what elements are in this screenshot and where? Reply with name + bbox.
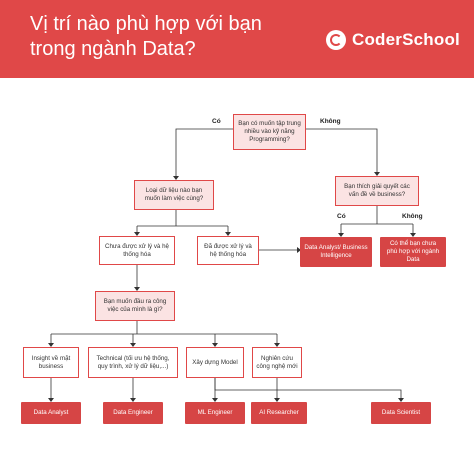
edge-label-no-top: Không <box>320 118 341 125</box>
edge-label-yes-business: Có <box>337 213 346 220</box>
coderschool-logo-icon <box>326 30 346 50</box>
role-ml-engineer: ML Engineer <box>185 402 245 424</box>
edge-label-yes-top: Có <box>212 118 221 125</box>
result-not-fit: Có thể bạn chưa phù hợp với ngành Data <box>380 237 446 267</box>
option-build-model: Xây dựng Model <box>186 347 244 378</box>
option-processed: Đã được xử lý và hệ thống hóa <box>197 236 259 265</box>
option-unprocessed: Chưa được xử lý và hệ thống hóa <box>99 236 175 265</box>
edge-label-no-business: Không <box>402 213 423 220</box>
question-business: Bạn thích giải quyết các vấn đề về busin… <box>335 176 419 206</box>
title-line-1: Vị trí nào phù hợp với bạn <box>30 13 262 35</box>
edge-yes-top <box>175 128 233 179</box>
page-title: Vị trí nào phù hợp với bạn trong ngành D… <box>30 12 310 62</box>
role-data-scientist: Data Scientist <box>371 402 431 424</box>
question-output: Bạn muốn đầu ra công việc của mình là gì… <box>95 291 175 321</box>
edge-to-data-scientist <box>214 378 402 401</box>
role-data-engineer: Data Engineer <box>103 402 163 424</box>
coderschool-logo: CoderSchool <box>326 27 460 53</box>
logo-text: CoderSchool <box>352 30 460 49</box>
edge-no-top <box>306 128 378 175</box>
question-programming: Bạn có muốn tập trung nhiều vào kỹ năng … <box>233 114 306 150</box>
question-data-type: Loại dữ liệu nào bạn muốn làm việc cùng? <box>134 180 214 210</box>
role-data-analyst: Data Analyst <box>21 402 81 424</box>
role-ai-researcher: AI Researcher <box>251 402 307 424</box>
role-data-analyst-bi: Data Analyst/ Business Intelligence <box>300 237 372 267</box>
title-line-2: trong ngành Data? <box>30 38 196 60</box>
option-insight: Insight về mặt business <box>23 347 79 378</box>
header-banner: Vị trí nào phù hợp với bạn trong ngành D… <box>0 0 474 78</box>
option-technical: Technical (tối ưu hệ thống, quy trình, x… <box>88 347 178 378</box>
option-research: Nghiên cứu công nghệ mới <box>252 347 302 378</box>
